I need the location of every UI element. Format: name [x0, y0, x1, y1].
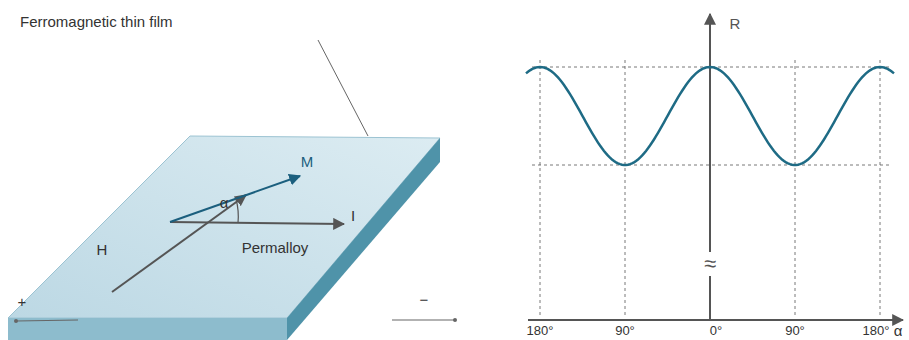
- film-side-face: [287, 138, 440, 340]
- axis-label: R: [730, 16, 741, 33]
- alpha-axis: [528, 319, 903, 321]
- tick-label: 0°: [710, 324, 722, 338]
- angle-arc: [236, 199, 238, 223]
- film-front-face: [8, 318, 287, 340]
- vector-label: H: [97, 242, 108, 259]
- terminal-sign: +: [18, 294, 27, 311]
- terminal-dot: [453, 318, 457, 322]
- field-arrow: [112, 195, 246, 292]
- tick-label: 180°: [527, 324, 554, 338]
- vector-label: I: [351, 208, 355, 225]
- terminal-wire: [392, 319, 455, 320]
- tick-label: 180°: [863, 324, 890, 338]
- terminal-wire: [16, 320, 78, 321]
- material-label: Permalloy: [242, 240, 309, 257]
- callout-label: Ferromagnetic thin film: [20, 14, 173, 31]
- terminal-dot: [14, 319, 18, 323]
- magnetization-arrow: [170, 176, 300, 222]
- current-arrow: [170, 222, 344, 224]
- vector-label: M: [301, 154, 314, 171]
- resistance-curve: [526, 67, 894, 165]
- axis-break: ≈: [704, 252, 716, 276]
- tick-label: 90°: [615, 324, 635, 338]
- axis-break-gap: [700, 252, 720, 276]
- axis-label: α: [894, 323, 903, 340]
- leader-line: [318, 40, 368, 136]
- terminal-sign: −: [420, 292, 429, 309]
- tick-label: 90°: [785, 324, 805, 338]
- angle-label: α: [220, 195, 229, 212]
